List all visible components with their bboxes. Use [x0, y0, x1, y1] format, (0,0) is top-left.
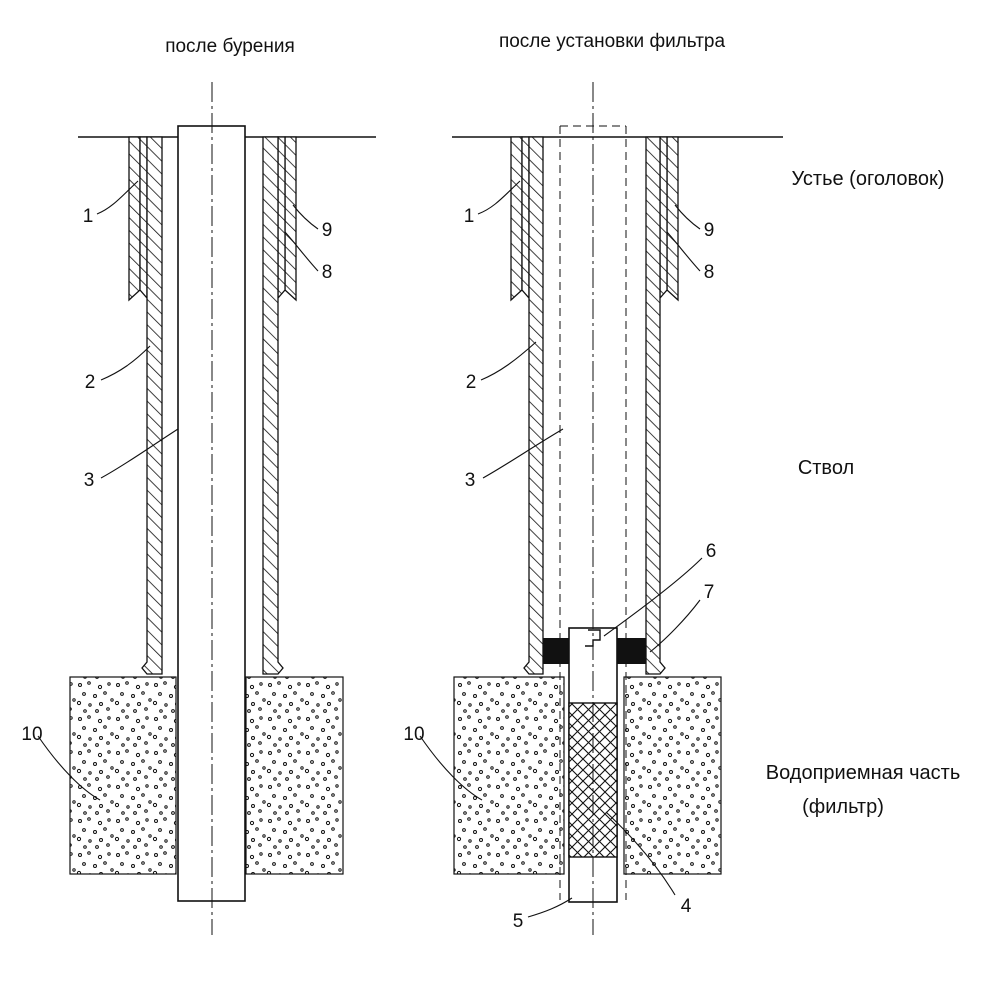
packer-seal-right	[616, 638, 646, 664]
leader-8-left	[284, 231, 319, 272]
cement-ring-right-r	[659, 136, 668, 300]
left-scheme: 1 2 3 9 8 10	[21, 82, 376, 935]
aquifer-block-left-b	[245, 676, 344, 875]
callout-2-left: 2	[85, 372, 96, 393]
casing-pipe-left-l	[141, 136, 163, 675]
conductor-pipe-right-l	[510, 136, 523, 302]
callout-4-right: 4	[681, 896, 692, 917]
casing-pipe-right-l	[523, 136, 544, 675]
right-scheme: 1 2 3 9 8 6 7 4 5 10	[403, 82, 783, 935]
cement-ring-left-r	[277, 136, 286, 300]
leader-9-right	[674, 204, 701, 230]
packer-seal-left	[543, 638, 570, 664]
callout-3-left: 3	[84, 470, 95, 491]
leader-10-left	[37, 735, 101, 801]
leader-2-left	[100, 345, 151, 381]
filter-lock-icon	[585, 629, 601, 647]
leader-3-right	[482, 428, 564, 479]
conductor-pipe-left-l	[128, 136, 141, 302]
zone-label-intake-sub: (фильтр)	[802, 796, 884, 818]
leader-3-left	[100, 428, 179, 479]
zone-label-trunk: Ствол	[798, 457, 854, 479]
callout-7-right: 7	[704, 582, 715, 603]
leader-1-left	[96, 180, 139, 215]
leader-1-right	[477, 180, 521, 215]
callout-3-right: 3	[465, 470, 476, 491]
left-scheme-title: после бурения	[165, 36, 295, 57]
aquifer-block-left-a	[69, 676, 177, 875]
casing-pipe-left-r	[262, 136, 284, 675]
callout-9-left: 9	[322, 220, 333, 241]
callout-6-right: 6	[706, 541, 717, 562]
casing-pipe-right-r	[645, 136, 666, 675]
conductor-pipe-right-r	[666, 136, 679, 302]
callout-9-right: 9	[704, 220, 715, 241]
aquifer-block-right-b	[623, 676, 722, 875]
aquifer-block-right-a	[453, 676, 565, 875]
leader-5-right	[527, 897, 573, 918]
right-scheme-title: после установки фильтра	[499, 31, 726, 52]
callout-10-left: 10	[21, 724, 42, 745]
zone-label-intake: Водоприемная часть	[766, 762, 961, 784]
zone-label-head: Устье (оголовок)	[792, 168, 945, 190]
cement-ring-right-l	[521, 136, 530, 300]
callout-1-left: 1	[83, 206, 94, 227]
callout-5-right: 5	[513, 911, 524, 932]
leader-8-right	[666, 231, 701, 272]
callout-1-right: 1	[464, 206, 475, 227]
callout-8-right: 8	[704, 262, 715, 283]
leader-10-right	[419, 735, 483, 801]
leader-4-right	[605, 811, 676, 896]
conductor-pipe-left-r	[284, 136, 297, 302]
leader-7-right	[649, 599, 701, 653]
leader-6-right	[603, 557, 703, 637]
callout-2-right: 2	[466, 372, 477, 393]
callout-8-left: 8	[322, 262, 333, 283]
leader-2-right	[480, 341, 537, 381]
cement-ring-left-l	[139, 136, 148, 300]
leader-9-left	[292, 204, 319, 230]
callout-10-right: 10	[403, 724, 424, 745]
